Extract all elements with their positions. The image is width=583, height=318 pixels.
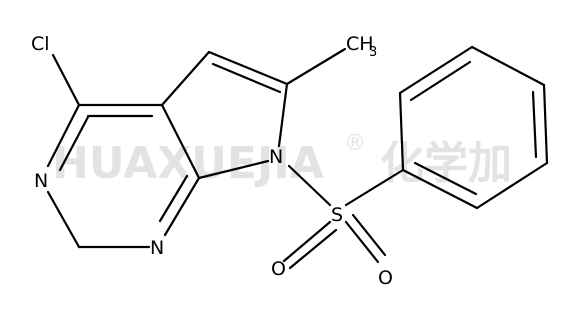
bond-s-o2-a	[344, 220, 380, 264]
atom-n7: N	[269, 146, 283, 168]
bond-n7-c7a	[197, 159, 270, 180]
bond-c6-n7	[277, 82, 289, 148]
bond-ph-5	[475, 161, 549, 210]
bond-c7a-c4a	[160, 103, 201, 180]
atom-oxygen-1: O	[271, 258, 286, 280]
bond-c5-c6-inner	[211, 62, 282, 94]
bond-n1-c7a-inner	[158, 174, 189, 223]
atom-methyl: CH	[346, 33, 374, 55]
sulfonyl-group	[282, 164, 405, 270]
bond-ph-2	[398, 45, 474, 95]
bond-n7-s	[287, 164, 332, 207]
atom-chlorine: Cl	[31, 33, 50, 55]
bond-ph-4-inner	[531, 90, 538, 159]
atom-methyl-subscript: 3	[369, 45, 377, 60]
bond-s-o1-a	[282, 220, 332, 263]
atom-oxygen-2: O	[378, 267, 393, 289]
bond-s-phenyl	[344, 168, 405, 207]
pyrimidine-ring	[46, 53, 201, 249]
bond-c4-n3-inner	[58, 115, 90, 172]
atom-n3: N	[34, 170, 48, 192]
bond-n3-c2	[46, 190, 81, 249]
pyrrole-ring	[160, 47, 347, 180]
atom-sulfur: S	[331, 204, 343, 226]
bond-ph-2-inner	[409, 60, 472, 102]
bond-c4-cl	[51, 53, 81, 107]
bond-ph-4	[542, 83, 549, 165]
bond-s-o1-b	[288, 228, 338, 270]
bond-c4a-c5	[160, 50, 211, 107]
phenyl-ring	[398, 45, 549, 210]
bond-n1-c7a	[163, 176, 201, 237]
bond-ph-6-inner	[413, 161, 478, 196]
watermark-chinese: 化学加	[380, 138, 512, 189]
atom-labels: Cl N N N S O O CH 3	[31, 33, 393, 289]
watermark-registered-mark: ®	[344, 131, 366, 156]
bond-ph-6	[401, 168, 479, 210]
bond-c4-n3	[46, 103, 81, 168]
bond-ph-1	[398, 91, 405, 172]
atom-n1: N	[150, 237, 164, 259]
bond-c6-methyl	[285, 47, 347, 86]
bond-ph-3	[470, 45, 546, 87]
bond-c5-c6	[207, 50, 289, 86]
bond-s-o2-b	[351, 213, 387, 257]
